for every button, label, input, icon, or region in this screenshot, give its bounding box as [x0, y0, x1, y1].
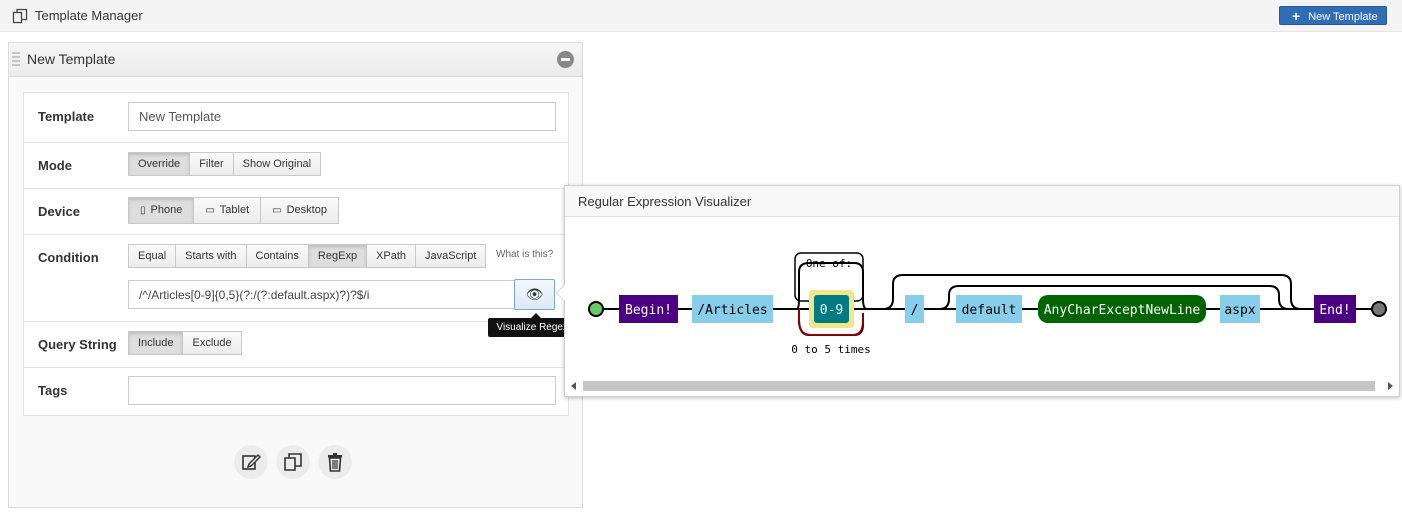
any-char-node — [1038, 295, 1206, 323]
default-text: default — [962, 303, 1017, 318]
regex-input[interactable]: /^/Articles[0-9]{0,5}(?:/(?:default.aspx… — [128, 280, 516, 309]
device-label: Device — [38, 204, 80, 219]
template-form: Template New Template Mode Override Filt… — [23, 92, 582, 416]
mode-label: Mode — [38, 158, 72, 173]
what-is-this-link[interactable]: What is this? — [496, 249, 554, 260]
slash-node — [905, 295, 924, 323]
tags-input[interactable] — [128, 376, 556, 405]
range-node — [814, 295, 849, 323]
mode-show-original-button[interactable]: Show Original — [232, 152, 322, 176]
device-buttons: ▯ Phone ▭ Tablet ▭ Desktop — [128, 197, 339, 224]
template-panel: New Template Template New Template Mode … — [8, 42, 583, 508]
end-text: End! — [1319, 303, 1350, 318]
delete-button[interactable] — [318, 445, 352, 479]
begin-node — [619, 295, 678, 323]
condition-javascript-button[interactable]: JavaScript — [415, 244, 487, 268]
end-icon — [1371, 301, 1387, 317]
visualize-tooltip: Visualize Regexp — [488, 313, 582, 337]
condition-buttons: Equal Starts with Contains RegExp XPath … — [128, 244, 487, 268]
new-template-label: New Template — [1308, 11, 1378, 23]
mode-filter-button[interactable]: Filter — [189, 152, 234, 176]
query-string-buttons: Include Exclude — [128, 331, 242, 355]
copy-icon — [284, 453, 302, 471]
scrollbar-thumb[interactable] — [583, 381, 1375, 391]
articles-node — [692, 295, 773, 323]
app-title: Template Manager — [35, 8, 143, 23]
condition-row: Condition Equal Starts with Contains Reg… — [24, 234, 582, 337]
query-string-row: Query String Include Exclude — [24, 321, 568, 368]
any-char-text: AnyCharExceptNewLine — [1044, 303, 1201, 318]
one-of-label: One of: — [806, 257, 852, 270]
collapse-icon[interactable] — [557, 51, 574, 68]
copy-icon — [12, 8, 28, 24]
trash-icon — [328, 453, 342, 472]
plus-icon: + — [1292, 8, 1301, 24]
phone-icon: ▯ — [140, 205, 146, 216]
aspx-node — [1220, 295, 1260, 323]
condition-equal-button[interactable]: Equal — [128, 244, 177, 268]
condition-starts-with-button[interactable]: Starts with — [175, 244, 247, 268]
repeat-loop — [798, 309, 864, 336]
query-string-label: Query String — [38, 337, 117, 352]
default-node — [956, 295, 1022, 323]
condition-regexp-button[interactable]: RegExp — [307, 244, 368, 268]
range-text: 0-9 — [820, 303, 843, 318]
visualizer-title: Regular Expression Visualizer — [578, 194, 752, 209]
template-name-input[interactable]: New Template — [128, 102, 556, 131]
query-exclude-button[interactable]: Exclude — [182, 331, 242, 355]
drag-handle-icon[interactable] — [12, 52, 20, 66]
panel-title: New Template — [27, 51, 116, 67]
condition-label: Condition — [38, 250, 99, 265]
tablet-label: Tablet — [219, 204, 250, 216]
repeat-label: 0 to 5 times — [791, 343, 870, 356]
tablet-icon: ▭ — [205, 205, 215, 216]
top-bar: Template Manager + New Template — [0, 0, 1402, 32]
mode-override-button[interactable]: Override — [128, 152, 191, 176]
slash-text: / — [911, 303, 919, 318]
new-template-button[interactable]: + New Template — [1279, 6, 1387, 25]
start-icon — [588, 301, 604, 317]
mode-buttons: Override Filter Show Original — [128, 152, 322, 176]
eye-icon: 👁 — [525, 286, 544, 302]
condition-contains-button[interactable]: Contains — [245, 244, 309, 268]
articles-text: /Articles — [697, 303, 767, 318]
aspx-text: aspx — [1224, 303, 1255, 318]
tags-row: Tags — [24, 367, 568, 415]
device-tablet-button[interactable]: ▭ Tablet — [193, 197, 262, 224]
scroll-left-icon[interactable] — [571, 382, 576, 390]
query-include-button[interactable]: Include — [128, 331, 184, 355]
device-row: Device ▯ Phone ▭ Tablet ▭ Desktop — [24, 188, 568, 235]
template-row: Template New Template — [24, 93, 568, 143]
edit-icon — [242, 453, 261, 470]
copy-button[interactable] — [276, 445, 310, 479]
scroll-right-icon[interactable] — [1388, 382, 1393, 390]
condition-xpath-button[interactable]: XPath — [366, 244, 417, 268]
tags-label: Tags — [38, 383, 68, 398]
edit-button[interactable] — [234, 445, 268, 479]
visualize-regexp-button[interactable]: 👁 — [514, 279, 555, 310]
popover-arrow — [556, 284, 565, 302]
begin-text: Begin! — [625, 303, 672, 318]
regex-visualizer-popover: Regular Expression Visualizer Begin! /Ar… — [556, 185, 1400, 397]
desktop-label: Desktop — [286, 204, 327, 216]
horizontal-scrollbar[interactable] — [569, 379, 1395, 393]
device-phone-button[interactable]: ▯ Phone — [128, 197, 195, 224]
template-label: Template — [38, 109, 95, 124]
template-actions — [234, 445, 352, 479]
device-desktop-button[interactable]: ▭ Desktop — [260, 197, 339, 224]
regex-diagram: Begin! /Articles One of: 0-9 0 to 5 time… — [588, 252, 1387, 356]
end-node — [1314, 295, 1356, 323]
panel-header[interactable]: New Template — [9, 43, 582, 77]
desktop-icon: ▭ — [272, 205, 282, 216]
mode-row: Mode Override Filter Show Original — [24, 142, 568, 189]
visualizer-header: Regular Expression Visualizer — [565, 186, 1399, 217]
phone-label: Phone — [150, 204, 183, 216]
